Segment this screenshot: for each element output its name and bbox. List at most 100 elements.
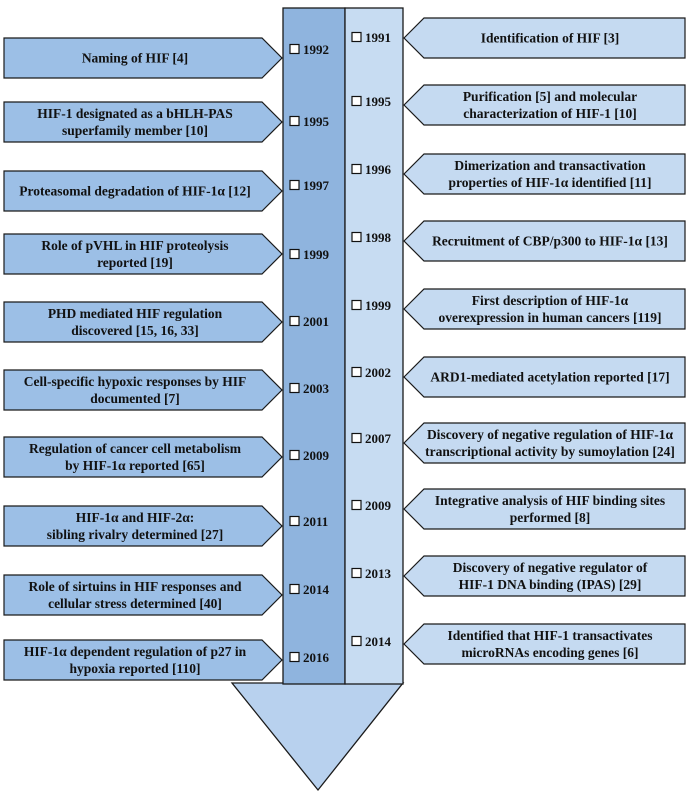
right-event-line: characterization of HIF-1 [10] — [463, 106, 637, 121]
right-event-box — [403, 422, 686, 464]
right-event-line: Discovery of negative regulation of HIF-… — [427, 427, 674, 442]
right-event-box — [403, 84, 686, 126]
right-event-line: performed [8] — [510, 510, 591, 525]
right-event-2014: Identified that HIF-1 transactivates micr… — [351, 623, 686, 665]
left-event-1997: Proteasomal degradation of HIF-1α [12]19… — [3, 170, 330, 212]
right-event-line: properties of HIF-1α identified [11] — [448, 175, 651, 190]
left-event-box — [3, 369, 283, 411]
checkbox-icon — [351, 163, 362, 175]
left-event-year: 2009 — [303, 448, 330, 463]
right-event-box — [403, 220, 686, 262]
right-event-line: First description of HIF-1α — [472, 293, 629, 308]
checkbox-icon — [289, 315, 300, 327]
right-event-2013: Discovery of negative regulator ofHIF-1 … — [351, 555, 686, 597]
right-event-year: 1999 — [365, 298, 392, 313]
checkbox-icon — [351, 31, 362, 43]
right-event-line: Integrative analysis of HIF binding site… — [435, 493, 665, 508]
left-event-line: Proteasomal degradation of HIF-1α [12] — [19, 184, 251, 199]
right-event-line: Recruitment of CBP/p300 to HIF-1α [13] — [432, 234, 668, 249]
checkbox-icon — [289, 115, 300, 127]
checkbox-icon — [289, 583, 300, 595]
left-event-line: HIF-1α dependent regulation of p27 in — [24, 644, 247, 659]
checkbox-icon — [351, 299, 362, 311]
left-event-year: 2014 — [303, 582, 330, 597]
right-event-2002: ARD1-mediated acetylation reported [17] 2… — [351, 356, 686, 398]
right-event-year: 1998 — [365, 230, 392, 245]
right-event-box — [403, 555, 686, 597]
left-event-2016: HIF-1α dependent regulation of p27 in hyp… — [3, 639, 330, 681]
checkbox-icon — [289, 515, 300, 527]
left-event-year: 2003 — [303, 381, 330, 396]
right-events: Identification of HIF [3] 1991Purificatio… — [351, 17, 686, 665]
right-event-line: Identified that HIF-1 transactivates — [447, 628, 652, 643]
right-event-year: 1991 — [365, 30, 391, 45]
left-event-line: documented [7] — [90, 391, 180, 406]
right-event-year: 2009 — [365, 498, 392, 513]
right-event-line: overexpression in human cancers [119] — [438, 310, 661, 325]
left-event-line: Cell-specific hypoxic responses by HIF — [24, 374, 247, 389]
right-event-box — [403, 488, 686, 530]
right-event-line: transcriptional activity by sumoylation … — [425, 444, 675, 459]
right-event-2007: Discovery of negative regulation of HIF-… — [351, 422, 686, 464]
left-event-1995: HIF-1 designated as a bHLH-PASsuperfamil… — [3, 101, 330, 143]
right-event-line: microRNAs encoding genes [6] — [461, 645, 638, 660]
left-event-line: Role of sirtuins in HIF responses and — [28, 579, 242, 594]
left-event-line: PHD mediated HIF regulation — [48, 306, 223, 321]
timeline-down-arrow — [230, 682, 405, 792]
checkbox-icon — [289, 449, 300, 461]
left-event-box — [3, 233, 283, 275]
right-event-line: Purification [5] and molecular — [463, 89, 637, 104]
left-event-box — [3, 574, 283, 616]
left-event-line: hypoxia reported [110] — [70, 661, 201, 676]
left-event-line: sibling rivalry determined [27] — [47, 527, 224, 542]
left-event-year: 1999 — [303, 247, 330, 262]
left-event-line: Naming of HIF [4] — [82, 51, 188, 66]
left-event-year: 2001 — [303, 314, 329, 329]
left-event-2001: PHD mediated HIF regulation discovered [1… — [3, 301, 329, 343]
right-event-1996: Dimerization and transactivationproperti… — [351, 153, 686, 195]
left-event-line: cellular stress determined [40] — [48, 596, 222, 611]
checkbox-icon — [289, 179, 300, 191]
right-event-box — [403, 623, 686, 665]
left-event-box — [3, 101, 283, 143]
left-event-box — [3, 301, 283, 343]
right-event-year: 2014 — [365, 634, 392, 649]
right-event-line: Identification of HIF [3] — [481, 31, 620, 46]
checkbox-icon — [351, 366, 362, 378]
right-event-2009: Integrative analysis of HIF binding site… — [351, 488, 686, 530]
left-event-line: HIF-1 designated as a bHLH-PAS — [37, 106, 233, 121]
left-event-2003: Cell-specific hypoxic responses by HIF do… — [3, 369, 330, 411]
left-event-1992: Naming of HIF [4]1992 — [3, 37, 329, 79]
right-event-year: 2002 — [365, 365, 391, 380]
right-event-box — [403, 356, 686, 398]
left-event-box — [3, 505, 283, 547]
checkbox-icon — [289, 382, 300, 394]
right-event-year: 2013 — [365, 566, 392, 581]
right-event-box — [403, 153, 686, 195]
right-event-box — [403, 288, 686, 330]
right-event-1998: Recruitment of CBP/p300 to HIF-1α [13] 19… — [351, 220, 686, 262]
right-event-line: ARD1-mediated acetylation reported [17] — [430, 370, 669, 385]
left-event-line: Role of pVHL in HIF proteolysis — [41, 238, 228, 253]
left-event-year: 2016 — [303, 650, 330, 665]
left-event-box — [3, 639, 283, 681]
right-event-1991: Identification of HIF [3] 1991 — [351, 17, 686, 59]
right-event-line: HIF-1 DNA binding (IPAS) [29] — [459, 577, 642, 592]
left-event-line: HIF-1α and HIF-2α: — [76, 510, 195, 525]
checkbox-icon — [351, 567, 362, 579]
checkbox-icon — [351, 95, 362, 107]
left-event-year: 2011 — [303, 514, 328, 529]
checkbox-icon — [289, 43, 300, 55]
left-event-line: discovered [15, 16, 33] — [71, 323, 199, 338]
right-event-year: 2007 — [365, 431, 392, 446]
right-event-1995: Purification [5] and molecular characteri… — [351, 84, 686, 126]
left-event-2014: Role of sirtuins in HIF responses and cel… — [3, 574, 330, 616]
left-event-year: 1995 — [303, 114, 330, 129]
right-event-year: 1996 — [365, 162, 392, 177]
checkbox-icon — [351, 432, 362, 444]
right-event-year: 1995 — [365, 94, 392, 109]
right-year-column — [344, 7, 404, 685]
checkbox-icon — [351, 499, 362, 511]
